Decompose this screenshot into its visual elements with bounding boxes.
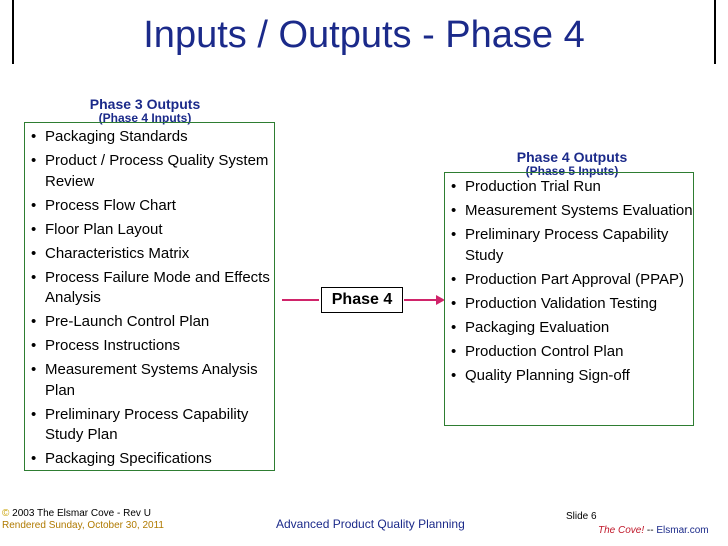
right-panel-subheading: (Phase 5 Inputs) <box>525 164 619 178</box>
bullet-text: Characteristics Matrix <box>45 244 190 262</box>
arrow-in-line <box>282 299 319 301</box>
bullet-text: Production Control Plan <box>465 342 624 360</box>
bullet-item: • Measurement Systems Evaluation <box>449 201 693 222</box>
bullet-text: Measurement Systems Evaluation <box>465 202 693 219</box>
bullet-item: • Pre-Launch Control Plan <box>29 312 272 333</box>
bullet-dot-icon: • <box>31 244 37 262</box>
bullet-item: • Packaging Evaluation <box>449 318 693 339</box>
bullet-text: Measurement Systems Analysis Plan <box>45 361 258 399</box>
arrow-out-head <box>436 295 445 305</box>
bullet-dot-icon: • <box>31 337 37 354</box>
left-panel-box: • Packaging Standards • Product / Process Q… <box>24 122 275 471</box>
bullet-text: Packaging Specifications <box>45 450 212 467</box>
bullet-text: Production Trial Run <box>465 178 601 195</box>
bullet-text: Packaging Standards <box>45 128 188 145</box>
bullet-text: Process Flow Chart <box>45 196 176 214</box>
bullet-dot-icon: • <box>31 152 37 169</box>
bullet-dot-icon: • <box>31 405 37 423</box>
footer-rendered: Rendered Sunday, October 30, 2011 <box>2 520 164 531</box>
left-panel-heading-text: Phase 3 Outputs <box>89 96 201 112</box>
bullet-item: • Preliminary Process Capability Study Pl… <box>29 405 272 446</box>
bullet-text: Production Validation Testing <box>465 294 658 312</box>
bullet-text: Process Failure Mode and Effects Analysi… <box>45 268 270 307</box>
bullet-dot-icon: • <box>31 268 37 286</box>
bullet-item: • Production Trial Run <box>449 177 693 198</box>
left-panel-subheading: (Phase 4 Inputs) <box>98 111 192 125</box>
footer-slide-number: Slide 6 <box>566 511 597 522</box>
bullet-item: • Quality Planning Sign-off <box>449 366 693 387</box>
right-panel-list: • Production Trial Run • Measurement System… <box>449 177 693 390</box>
slide-title: Inputs / Outputs - Phase 4 <box>143 14 585 56</box>
bullet-dot-icon: • <box>31 196 37 214</box>
phase-4-box: Phase 4 <box>321 287 403 313</box>
bullet-dot-icon: • <box>451 366 457 384</box>
bullet-dot-icon: • <box>451 226 457 243</box>
bullet-dot-icon: • <box>31 361 37 378</box>
bullet-dot-icon: • <box>451 202 457 219</box>
bullet-text: Process Instructions <box>45 337 181 354</box>
bullet-item: • Production Control Plan <box>449 342 693 363</box>
footer-elsmar-link[interactable]: Elsmar.com <box>656 525 709 536</box>
bullet-item: • Preliminary Process Capability Study <box>449 225 693 266</box>
left-panel-list: • Packaging Standards • Product / Process Q… <box>29 127 272 473</box>
bullet-dot-icon: • <box>451 342 457 360</box>
footer-separator: -- <box>646 525 654 536</box>
bullet-item: • Packaging Standards <box>29 127 272 148</box>
bullet-text: Pre-Launch Control Plan <box>45 313 210 330</box>
bullet-text: Floor Plan Layout <box>45 220 163 238</box>
bullet-item: • Characteristics Matrix <box>29 244 272 265</box>
bullet-text: Packaging Evaluation <box>465 318 610 336</box>
bullet-dot-icon: • <box>451 318 457 336</box>
copyright-text: 2003 The Elsmar Cove - Rev U <box>12 508 151 519</box>
footer-copyright: © 2003 The Elsmar Cove - Rev U <box>2 508 151 519</box>
bullet-item: • Packaging Specifications <box>29 449 272 470</box>
right-panel-box: • Production Trial Run • Measurement System… <box>444 172 694 426</box>
bullet-item: • Process Instructions <box>29 336 272 357</box>
bullet-text: Preliminary Process Capability Study Pla… <box>45 405 249 444</box>
phase-4-label: Phase 4 <box>331 291 393 308</box>
right-panel-heading: Phase 4 Outputs (Phase 5 Inputs) <box>486 149 658 177</box>
bullet-dot-icon: • <box>451 294 457 312</box>
bullet-dot-icon: • <box>31 313 37 330</box>
bullet-dot-icon: • <box>31 128 37 145</box>
footer-cove: The Cove! <box>598 525 645 536</box>
bullet-item: • Floor Plan Layout <box>29 220 272 241</box>
footer-site: The Cove! -- Elsmar.com <box>598 525 709 536</box>
bullet-item: • Measurement Systems Analysis Plan <box>29 360 272 401</box>
footer-course-title: Advanced Product Quality Planning <box>276 517 465 531</box>
bullet-item: • Product / Process Quality System Review <box>29 151 272 192</box>
arrow-out-line <box>404 299 438 301</box>
bullet-item: • Process Failure Mode and Effects Analys… <box>29 268 272 309</box>
copyright-symbol: © <box>2 508 10 519</box>
bullet-dot-icon: • <box>451 178 457 195</box>
bullet-dot-icon: • <box>31 220 37 238</box>
bullet-dot-icon: • <box>451 270 457 288</box>
bullet-item: • Process Flow Chart <box>29 196 272 217</box>
bullet-text: Product / Process Quality System Review <box>45 152 269 190</box>
left-panel-heading: Phase 3 Outputs (Phase 4 Inputs) <box>60 96 230 124</box>
bullet-item: • Production Part Approval (PPAP) <box>449 270 693 291</box>
bullet-dot-icon: • <box>31 450 37 467</box>
right-panel-heading-text: Phase 4 Outputs <box>516 149 628 165</box>
bullet-item: • Production Validation Testing <box>449 294 693 315</box>
title-bar: Inputs / Outputs - Phase 4 <box>12 0 716 64</box>
bullet-text: Production Part Approval (PPAP) <box>465 270 684 288</box>
bullet-text: Quality Planning Sign-off <box>465 366 630 384</box>
bullet-text: Preliminary Process Capability Study <box>465 226 669 264</box>
